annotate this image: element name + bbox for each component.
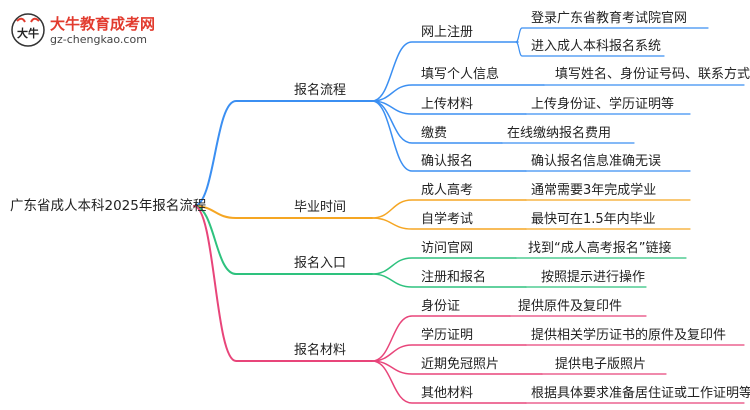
node-register-apply: 注册和报名 xyxy=(421,270,487,285)
child-connector xyxy=(371,257,517,275)
leaf-enter-system: 进入成人本科报名系统 xyxy=(531,39,662,54)
leaf-fill-details: 填写姓名、身份证号码、联系方式 xyxy=(555,67,750,82)
logo-url: gz-chengkao.com xyxy=(50,33,147,46)
node-online-register: 网上注册 xyxy=(421,25,474,40)
leaf-upload-docs: 上传身份证、学历证明等 xyxy=(531,97,675,112)
leaf-connector xyxy=(515,41,665,57)
child-connector xyxy=(371,344,527,362)
branch-connector xyxy=(193,205,373,219)
node-upload: 上传材料 xyxy=(421,97,474,112)
node-id-card: 身份证 xyxy=(421,299,461,314)
leaf-three-years: 通常需要3年完成学业 xyxy=(531,183,657,198)
node-self-study: 自学考试 xyxy=(421,212,474,227)
node-adult-exam: 成人高考 xyxy=(421,183,474,198)
child-connector xyxy=(371,273,527,288)
site-logo: 大牛 大牛教育成考网 gz-chengkao.com xyxy=(6,10,176,50)
leaf-confirm-info: 确认报名信息准确无误 xyxy=(531,154,662,169)
leaf-login-site: 登录广东省教育考试院官网 xyxy=(531,11,688,26)
child-connector xyxy=(371,41,519,102)
branch-connector xyxy=(193,205,373,362)
logo-title: 大牛教育成考网 xyxy=(50,15,156,33)
leaf-one-half-years: 最快可在1.5年内毕业 xyxy=(531,212,656,227)
branch-connector xyxy=(193,100,373,207)
node-payment: 缴费 xyxy=(421,126,448,141)
child-connector xyxy=(371,315,511,362)
node-visit-site: 访问官网 xyxy=(421,241,474,256)
node-confirm: 确认报名 xyxy=(421,154,474,169)
branch-label-graduation: 毕业时间 xyxy=(294,200,347,215)
root-node: 广东省成人本科2025年报名流程 xyxy=(10,198,207,214)
child-connector xyxy=(371,100,527,172)
node-fill-info: 填写个人信息 xyxy=(421,67,500,82)
bull-logo-icon: 大牛 xyxy=(11,13,45,47)
node-education-proof: 学历证明 xyxy=(421,328,474,343)
child-connector xyxy=(371,84,545,102)
leaf-e-photo: 提供电子版照片 xyxy=(555,357,647,372)
leaf-pay-online: 在线缴纳报名费用 xyxy=(507,126,612,141)
child-connector xyxy=(371,217,527,230)
child-connector xyxy=(371,199,527,219)
leaf-certificate-copies: 提供相关学历证书的原件及复印件 xyxy=(531,328,727,343)
leaf-find-link: 找到“成人高考报名”链接 xyxy=(528,241,672,256)
leaf-residence-proof: 根据具体要求准备居住证或工作证明等 xyxy=(531,386,750,401)
node-other: 其他材料 xyxy=(421,386,474,401)
node-photo: 近期免冠照片 xyxy=(421,357,500,372)
leaf-id-copies: 提供原件及复印件 xyxy=(518,299,623,314)
logo-mark-text: 大牛 xyxy=(17,26,39,40)
branch-connector xyxy=(193,205,373,275)
leaf-connector xyxy=(515,27,709,43)
branch-label-materials: 报名材料 xyxy=(294,343,347,358)
branch-label-process: 报名流程 xyxy=(294,83,347,98)
branch-label-entry: 报名入口 xyxy=(294,256,347,271)
child-connector xyxy=(371,360,527,404)
leaf-follow-prompts: 按照提示进行操作 xyxy=(541,270,646,285)
